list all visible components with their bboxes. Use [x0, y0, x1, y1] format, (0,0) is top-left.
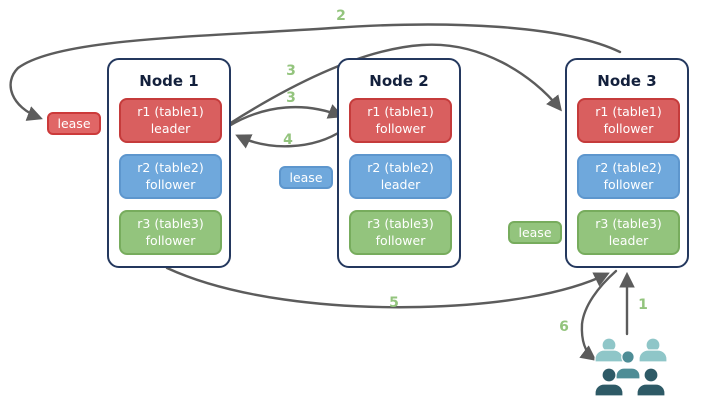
users-group-icon [594, 337, 668, 397]
replica-r3-node2: r3 (table3) follower [349, 210, 452, 255]
node-title: Node 3 [597, 72, 657, 90]
arrow-step-2-route-to-leaseholder [9, 23, 622, 121]
replica-r2-node1: r2 (table2) follower [119, 154, 222, 199]
replica-name: r3 (table3) [137, 216, 204, 232]
lease-tag-r2: lease [279, 166, 333, 189]
step-label-5: 5 [389, 295, 399, 311]
replica-role: follower [603, 120, 654, 136]
replica-role: follower [145, 232, 196, 248]
replica-name: r3 (table3) [595, 216, 662, 232]
step-label-1: 1 [638, 297, 648, 313]
arrow-step-6-node3-to-users [579, 269, 618, 361]
replica-r2-node3: r2 (table2) follower [577, 154, 680, 199]
replica-role: follower [145, 176, 196, 192]
replica-r3-node1: r3 (table3) follower [119, 210, 222, 255]
replica-name: r1 (table1) [137, 104, 204, 120]
person-icon [594, 367, 624, 397]
replica-r1-node3: r1 (table1) follower [577, 98, 680, 143]
replica-name: r2 (table2) [137, 160, 204, 176]
person-icon [636, 367, 666, 397]
replica-name: r2 (table2) [367, 160, 434, 176]
person-icon [638, 337, 668, 363]
arrow-step-5-node1-to-node3 [165, 266, 610, 309]
replica-role: follower [375, 232, 426, 248]
replica-role: leader [150, 120, 191, 136]
node-box-1: Node 1 r1 (table1) leader r2 (table2) fo… [107, 58, 231, 268]
replica-r2-node2: r2 (table2) leader [349, 154, 452, 199]
replica-role: leader [608, 232, 649, 248]
replica-r1-node2: r1 (table1) follower [349, 98, 452, 143]
replica-name: r2 (table2) [595, 160, 662, 176]
lease-tag-r3: lease [508, 221, 562, 244]
node-box-3: Node 3 r1 (table1) follower r2 (table2) … [565, 58, 689, 268]
replica-role: follower [375, 120, 426, 136]
person-icon [594, 337, 624, 363]
replica-name: r1 (table1) [595, 104, 662, 120]
step-label-6: 6 [559, 319, 569, 335]
replica-name: r1 (table1) [367, 104, 434, 120]
arrow-step-3-replicate-to-node2 [227, 104, 344, 128]
replica-r3-node3: r3 (table3) leader [577, 210, 680, 255]
step-label-3a: 3 [286, 63, 296, 79]
step-label-3b: 3 [286, 90, 296, 106]
node-title: Node 2 [369, 72, 429, 90]
replica-role: leader [380, 176, 421, 192]
replica-r1-node1: r1 (table1) leader [119, 98, 222, 143]
step-label-4: 4 [283, 132, 293, 148]
replica-role: follower [603, 176, 654, 192]
node-title: Node 1 [139, 72, 199, 90]
lease-tag-r1: lease [47, 112, 101, 135]
person-icon [615, 350, 641, 380]
node-box-2: Node 2 r1 (table1) follower r2 (table2) … [337, 58, 461, 268]
step-label-2: 2 [336, 8, 346, 24]
replica-name: r3 (table3) [367, 216, 434, 232]
